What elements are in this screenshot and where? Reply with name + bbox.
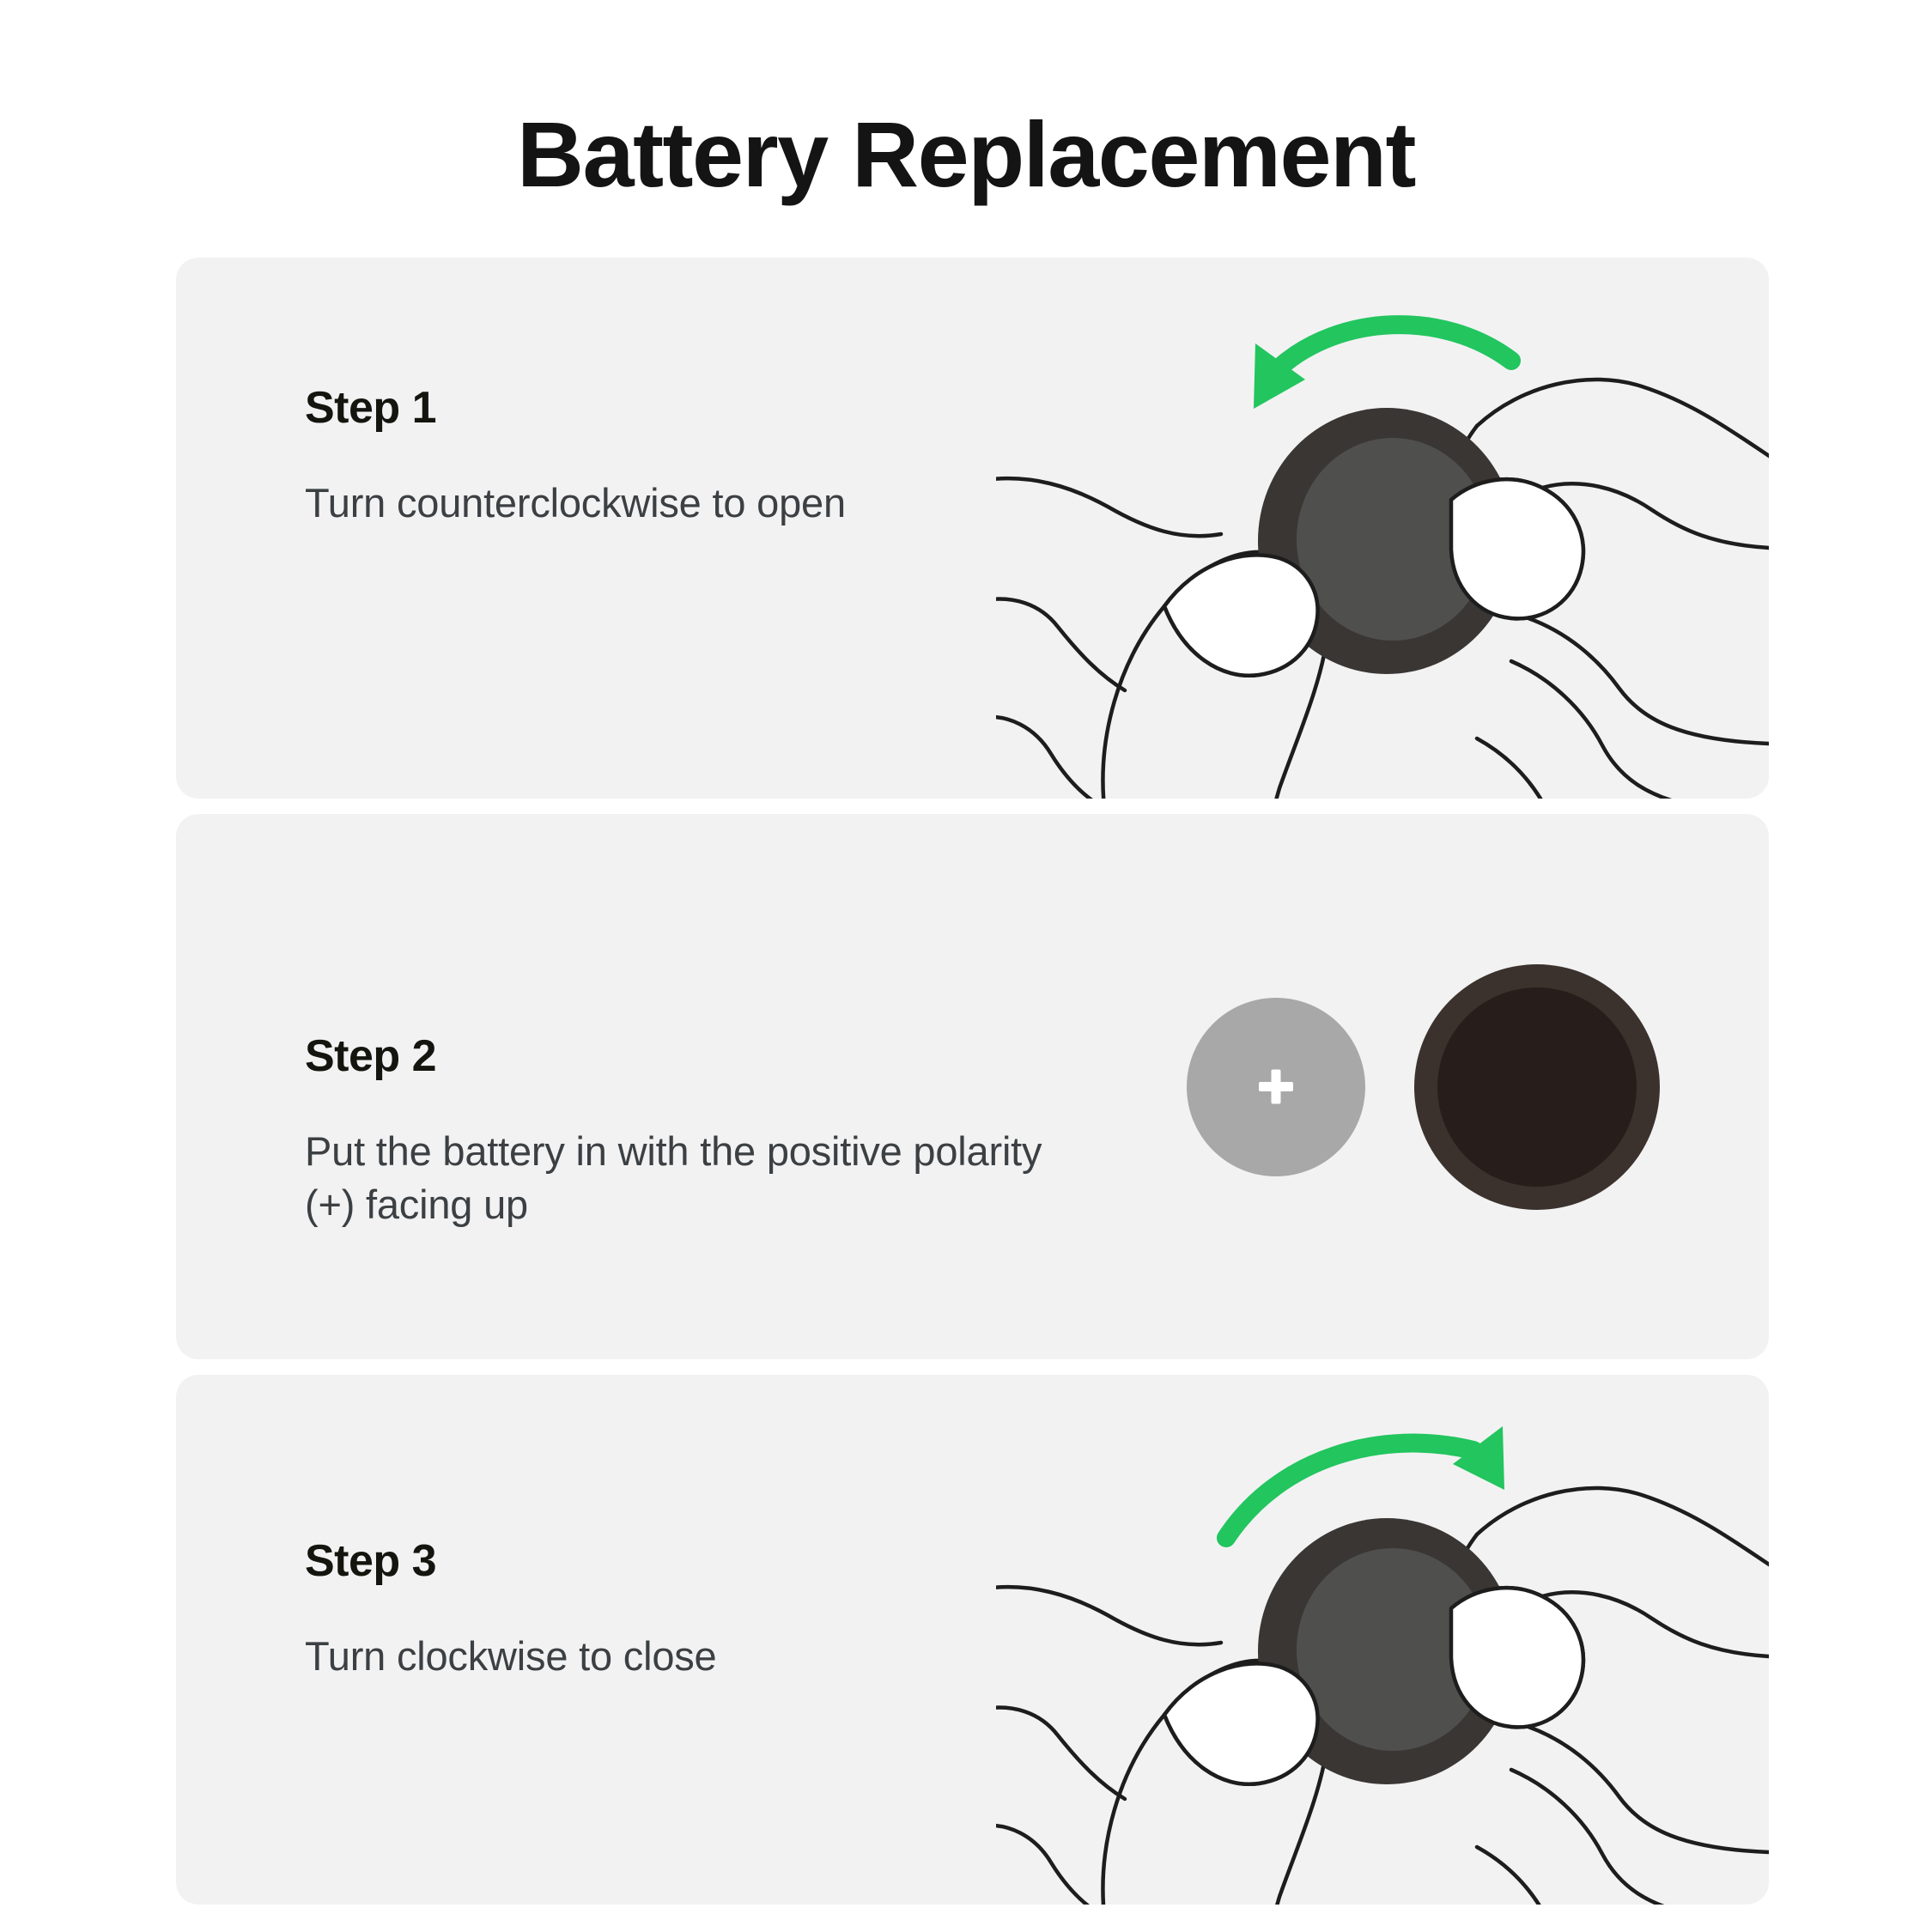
step-card-1: Step 1 Turn counterclockwise to open [176,258,1769,799]
arrow-counterclockwise [1254,315,1521,409]
step-card-2: Step 2 Put the battery in with the posit… [176,814,1769,1359]
step-3-text-block: Step 3 Turn clockwise to close [305,1538,1095,1683]
step-1-text-block: Step 1 Turn counterclockwise to open [305,385,1095,530]
step-3-description: Turn clockwise to close [305,1632,717,1679]
step-1-label: Step 1 [305,383,437,433]
step-card-3: Step 3 Turn clockwise to close [176,1375,1769,1905]
step-2-illustration [1116,814,1769,1359]
step-2-text-block: Step 2 Put the battery in with the posit… [305,1033,1095,1231]
step-1-description: Turn counterclockwise to open [305,479,846,526]
steps-list: Step 1 Turn counterclockwise to open [176,258,1769,1920]
step-3-illustration [996,1375,1769,1905]
page-title: Battery Replacement [517,102,1416,207]
arrow-clockwise [1217,1426,1504,1547]
step-2-label: Step 2 [305,1031,437,1081]
step-1-illustration [996,258,1769,799]
coin-battery [1187,998,1365,1176]
step-3-label: Step 3 [305,1536,437,1586]
step-2-description: Put the battery in with the positive pol… [305,1127,1042,1227]
battery-compartment [1414,964,1660,1210]
